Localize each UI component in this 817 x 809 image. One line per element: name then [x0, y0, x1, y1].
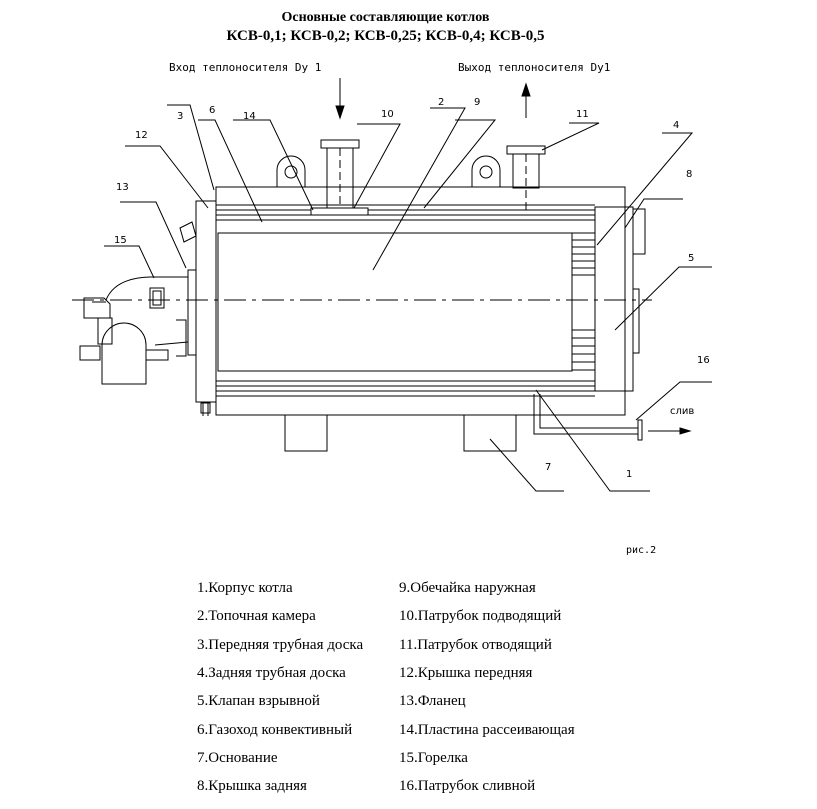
legend-item: 3.Передняя трубная доска — [197, 637, 364, 653]
legend-item: 14.Пластина рассеивающая — [399, 722, 575, 738]
callout-10: 10 — [381, 109, 394, 120]
legend-item: 8.Крышка задняя — [197, 778, 307, 794]
callout-8: 8 — [686, 169, 692, 180]
inlet-label: Вход теплоносителя Dy 1 — [169, 61, 322, 74]
legend-item: 15.Горелка — [399, 750, 468, 766]
diagram-subtitle: КСВ-0,1; КСВ-0,2; КСВ-0,25; КСВ-0,4; КСВ… — [226, 28, 545, 44]
callout-11: 11 — [576, 109, 589, 120]
rear-cover — [632, 208, 646, 255]
front-cover — [195, 200, 217, 416]
rear-tube-sheet — [572, 206, 634, 392]
legend-item: 13.Фланец — [399, 693, 466, 709]
callout-7: 7 — [545, 462, 551, 473]
drain-pipe — [533, 394, 692, 441]
callout-13: 13 — [116, 182, 129, 193]
base-foot-left — [284, 414, 328, 452]
outlet-nozzle — [506, 145, 546, 210]
base-foot-right — [463, 414, 517, 452]
figure-label: рис.2 — [626, 545, 657, 556]
legend-item: 12.Крышка передняя — [399, 665, 533, 681]
legend-item: 11.Патрубок отводящий — [399, 637, 552, 653]
drain-label: слив — [670, 406, 695, 417]
legend-item: 5.Клапан взрывной — [197, 693, 320, 709]
callout-1: 1 — [626, 469, 632, 480]
diagram-title: Основные составляющие котлов — [281, 10, 490, 25]
callout-16: 16 — [697, 355, 710, 366]
legend-item: 9.Обечайка наружная — [399, 580, 536, 596]
burner — [79, 221, 197, 385]
callout-9: 9 — [474, 97, 480, 108]
legend-item: 2.Топочная камера — [197, 608, 316, 624]
legend-item: 6.Газоход конвективный — [197, 722, 353, 738]
legend-item: 1.Корпус котла — [197, 580, 293, 596]
callout-6: 6 — [209, 105, 215, 116]
legend-item: 16.Патрубок сливной — [399, 778, 536, 794]
inlet-nozzle — [320, 139, 360, 213]
boiler-drawing: 12 3 6 14 10 2 9 11 4 8 13 15 5 16 7 1 — [72, 78, 712, 492]
lifting-eye-right — [471, 155, 501, 187]
legend-item: 10.Патрубок подводящий — [399, 608, 562, 624]
callout-14: 14 — [243, 111, 256, 122]
callout-5: 5 — [688, 253, 694, 264]
outlet-arrow — [521, 82, 531, 118]
legend-item: 4.Задняя трубная доска — [197, 665, 346, 681]
outlet-label: Выход теплоносителя Dy1 — [458, 61, 611, 74]
explosion-valve — [632, 288, 640, 354]
callout-12: 12 — [135, 130, 148, 141]
lifting-eye-left — [276, 155, 306, 187]
legend-item: 7.Основание — [197, 750, 278, 766]
furnace-chamber — [217, 232, 573, 372]
boiler-shell — [215, 186, 626, 416]
flange — [187, 269, 197, 356]
dispersing-plate — [310, 207, 369, 216]
inlet-arrow — [335, 78, 345, 120]
callout-15: 15 — [114, 235, 127, 246]
callout-2: 2 — [438, 97, 444, 108]
callout-4: 4 — [673, 120, 679, 131]
leader-lines — [104, 104, 712, 492]
callout-3: 3 — [177, 111, 183, 122]
